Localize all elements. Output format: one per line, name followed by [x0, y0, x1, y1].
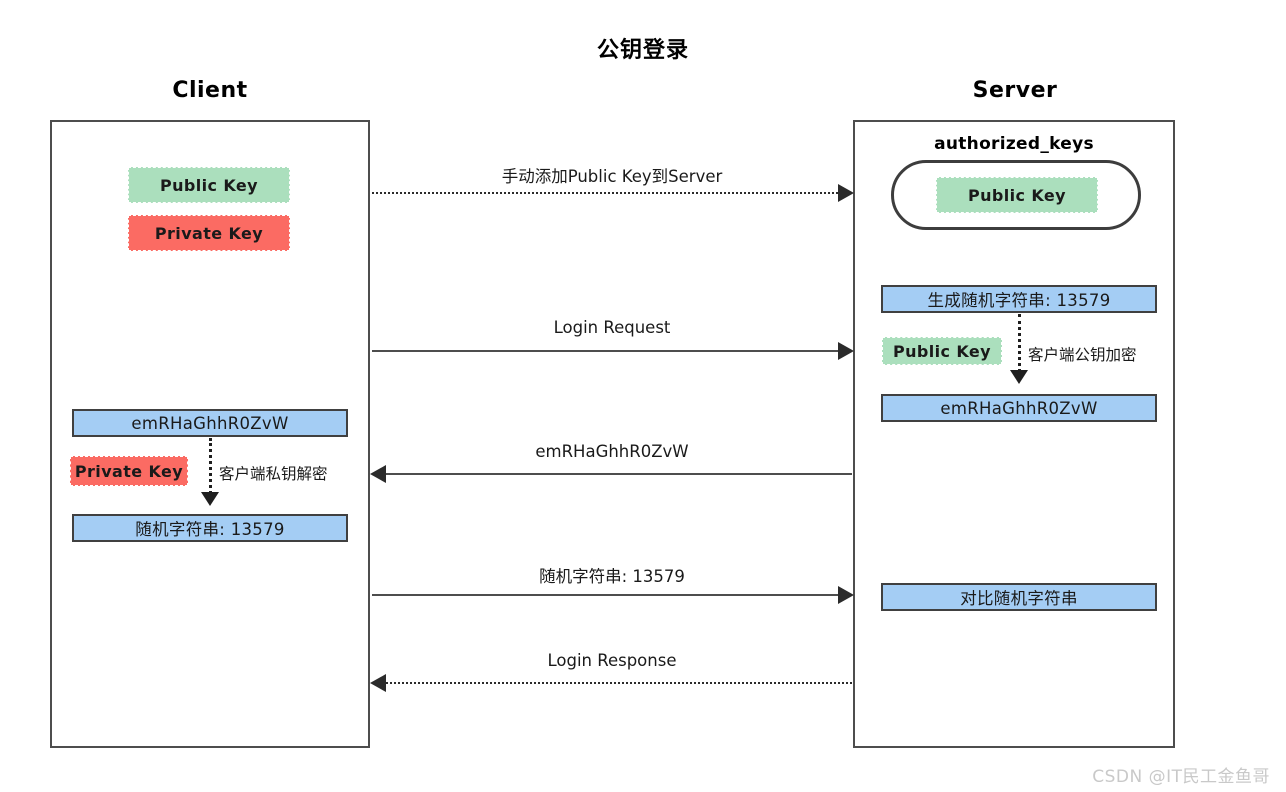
- server-encrypt-label: 客户端公钥加密: [1028, 346, 1137, 364]
- client-plaintext-node: 随机字符串: 13579: [72, 514, 348, 542]
- server-public-key-node: Public Key: [882, 337, 1002, 365]
- message-arrowhead-cipher: [370, 465, 386, 483]
- message-line-cipher: [386, 473, 852, 475]
- client-decrypt-label: 客户端私钥解密: [219, 465, 328, 483]
- message-line-random-string: [372, 594, 838, 596]
- client-decrypt-flow-line: [209, 438, 212, 494]
- client-column-title: Client: [172, 78, 248, 103]
- client-private-key-node-2: Private Key: [70, 456, 188, 486]
- message-line-login-request: [372, 350, 838, 352]
- message-label-login-request: Login Request: [553, 318, 671, 337]
- watermark-text: CSDN @IT民工金鱼哥: [1092, 767, 1270, 787]
- message-label-random-string: 随机字符串: 13579: [539, 567, 685, 586]
- server-cipher-node: emRHaGhhR0ZvW: [881, 394, 1157, 422]
- message-label-add-public-key: 手动添加Public Key到Server: [501, 167, 723, 186]
- message-label-login-response: Login Response: [547, 651, 677, 670]
- server-encrypt-flow-line: [1018, 314, 1021, 372]
- message-arrowhead-random-string: [838, 586, 854, 604]
- authorized-keys-label: authorized_keys: [934, 134, 1094, 154]
- message-arrowhead-login-response: [370, 674, 386, 692]
- server-compare-node: 对比随机字符串: [881, 583, 1157, 611]
- message-line-login-response: [386, 682, 852, 684]
- client-decrypt-flow-arrowhead: [201, 492, 219, 506]
- page-title: 公钥登录: [596, 38, 689, 63]
- client-private-key-node: Private Key: [128, 215, 290, 251]
- message-label-cipher: emRHaGhhR0ZvW: [535, 442, 689, 461]
- message-arrowhead-login-request: [838, 342, 854, 360]
- server-encrypt-flow-arrowhead: [1010, 370, 1028, 384]
- client-public-key-node: Public Key: [128, 167, 290, 203]
- message-line-add-public-key: [372, 192, 838, 194]
- server-column-title: Server: [972, 78, 1058, 103]
- client-cipher-node: emRHaGhhR0ZvW: [72, 409, 348, 437]
- message-arrowhead-add-public-key: [838, 184, 854, 202]
- server-stored-public-key-node: Public Key: [936, 177, 1098, 213]
- server-generate-random-node: 生成随机字符串: 13579: [881, 285, 1157, 313]
